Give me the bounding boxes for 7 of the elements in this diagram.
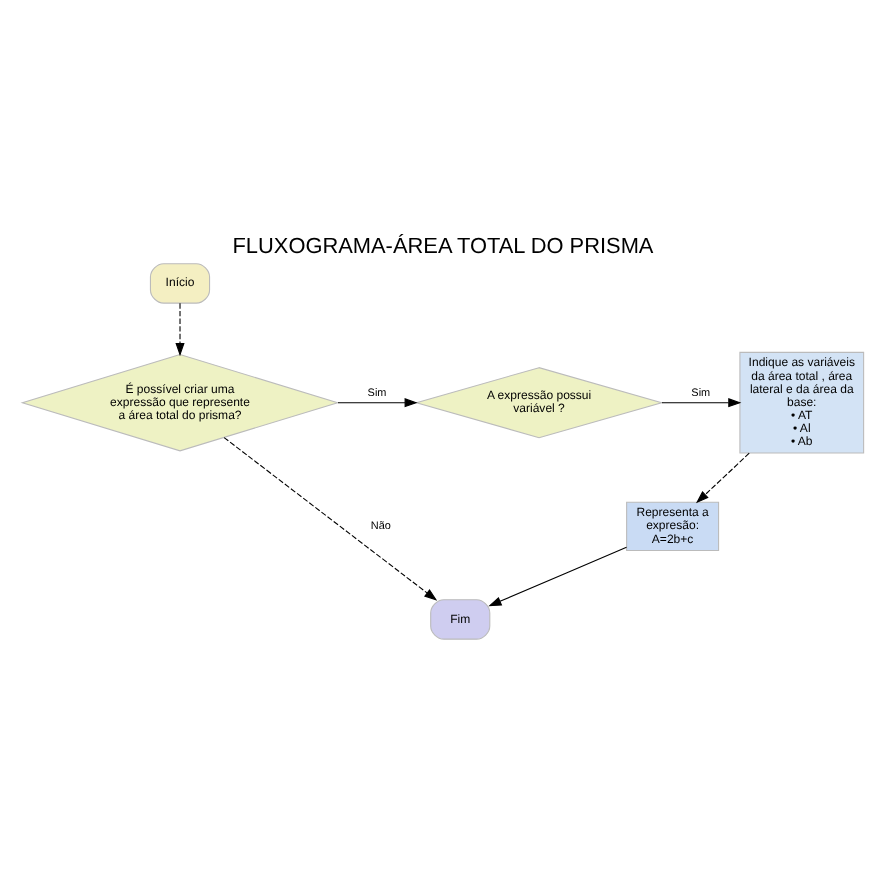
arrow bbox=[222, 437, 437, 601]
arrow bbox=[694, 452, 749, 504]
arrow bbox=[174, 302, 184, 357]
diagram-title: FLUXOGRAMA-ÁREA TOTAL DO PRISMA bbox=[231, 234, 653, 259]
arrow bbox=[487, 546, 627, 607]
arrow bbox=[336, 398, 417, 408]
arrow bbox=[660, 398, 741, 408]
